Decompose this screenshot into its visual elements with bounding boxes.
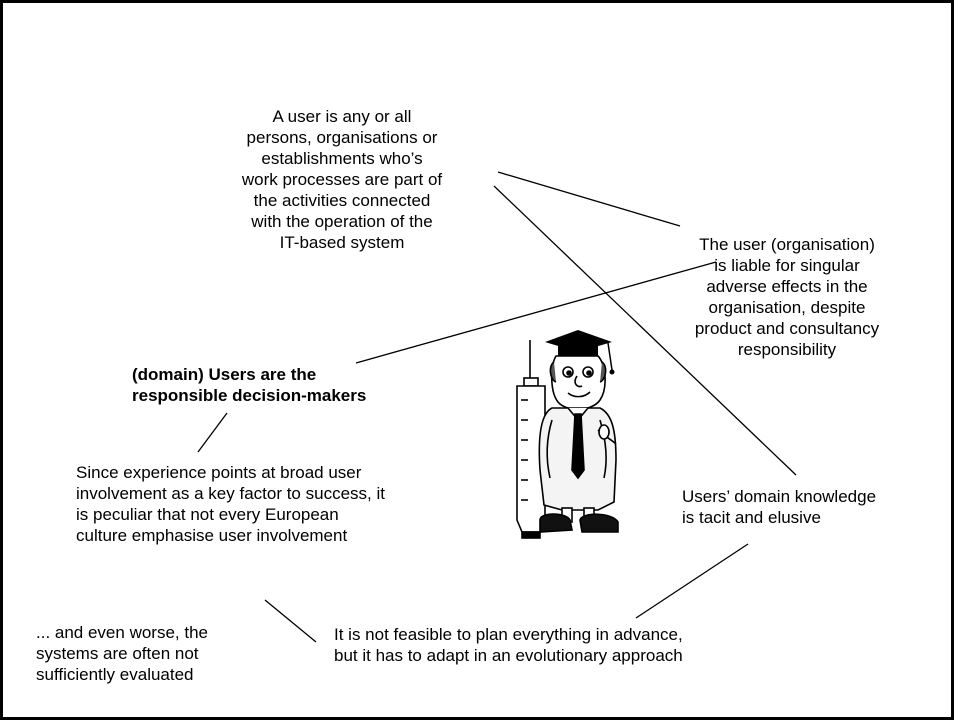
note-line: responsibility [737,340,837,359]
note-line: organisation, despite [708,298,866,317]
mortarboard-icon [545,330,615,375]
note-tacit-knowledge: Users’ domain knowledge is tacit and elu… [682,486,876,528]
note-line: (domain) Users are the [132,365,317,384]
note-line: product and consultancy [694,319,880,338]
note-line: IT-based system [279,233,405,252]
note-line: The user (organisation) [699,235,875,254]
note-line: the activities connected [253,191,431,210]
lab-coat-icon [538,407,617,511]
note-line: It is not feasible to plan everything in… [334,625,683,644]
note-line: responsible decision-makers [132,386,367,405]
connector-definition-to-liability [497,171,681,227]
connector-responsible-to-liability [355,261,717,364]
note-experience: Since experience points at broad user in… [76,462,385,546]
note-line: adverse effects in the [706,277,868,296]
note-line: involvement as a key factor to success, … [76,484,385,503]
note-line: is peculiar that not every European [76,505,339,524]
note-line: culture emphasise user involvement [76,526,348,545]
shoes-icon [539,507,619,533]
note-line: work processes are part of [241,170,443,189]
note-line: Since experience points at broad user [76,463,362,482]
note-user-definition: A user is any or all persons, organisati… [222,106,462,253]
head-icon [549,355,607,411]
note-line: Users’ domain knowledge [682,487,877,506]
note-not-evaluated: ... and even worse, the systems are ofte… [36,622,208,685]
connector-responsible-to-experience [197,412,228,453]
scientist-illustration [516,330,619,539]
note-line: with the operation of the [251,212,433,231]
note-liability: The user (organisation) is liable for si… [662,234,912,360]
note-line: ... and even worse, the [36,623,208,642]
note-line: A user is any or all [272,107,412,126]
note-line: is tacit and elusive [682,508,821,527]
connector-definition-to-tacit [493,185,797,476]
note-line: systems are often not [36,644,199,663]
note-line: sufficiently evaluated [36,665,194,684]
note-responsible-decision-makers: (domain) Users are the responsible decis… [132,364,366,406]
note-line: persons, organisations or [246,128,438,147]
note-line: but it has to adapt in an evolutionary a… [334,646,683,665]
connector-tacit-to-evolutionary [635,543,749,619]
note-evolutionary-approach: It is not feasible to plan everything in… [334,624,683,666]
note-line: is liable for singular [714,256,860,275]
connector-experience-to-evaluated [264,599,317,643]
note-line: establishments who’s [261,149,423,168]
